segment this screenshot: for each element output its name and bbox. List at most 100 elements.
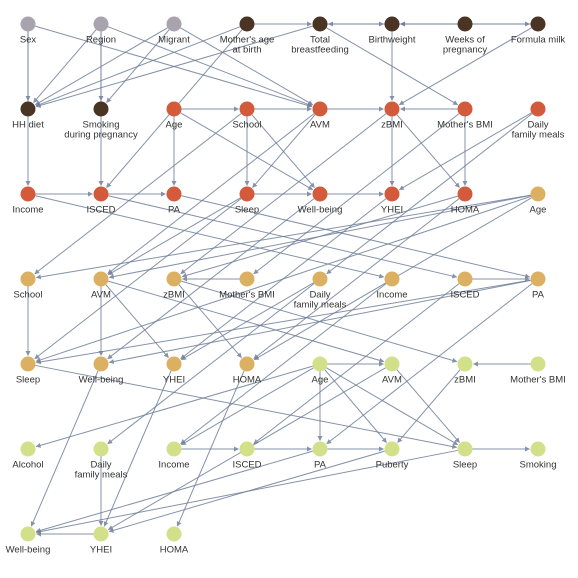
node-label-sleep_t2: Sleep xyxy=(235,205,259,216)
node-label-wellbeing_t2: Well-being xyxy=(298,205,343,216)
node-label-avm_t3: AVM xyxy=(91,290,111,301)
edge-zbmi_t3-to-zbmi_t4 xyxy=(181,280,458,363)
node-circle-hh_diet xyxy=(20,101,36,117)
node-label-alcohol_t4: Alcohol xyxy=(12,460,43,471)
node-label-homa_t4: HOMA xyxy=(160,545,189,556)
node-circle-mothers_age xyxy=(239,16,255,32)
node-label-isced_t4: ISCED xyxy=(232,460,261,471)
node-hh_diet: HH diet xyxy=(12,101,44,131)
node-sleep_t4: Sleep xyxy=(453,441,477,471)
edge-migrant-to-smoking_preg xyxy=(106,29,170,103)
node-puberty_t4: Puberty xyxy=(376,441,409,471)
edge-age_t2-to-wellbeing_t2 xyxy=(180,112,314,191)
node-label-daily_meals_t4-0: Daily xyxy=(90,460,111,471)
node-isced_t4: ISCED xyxy=(232,441,262,471)
node-circle-yhei_t3 xyxy=(166,356,182,372)
node-circle-pa_t4 xyxy=(312,441,328,457)
node-label-sleep_t4: Sleep xyxy=(453,460,477,471)
edge-isced_t3-to-isced_t4 xyxy=(253,283,460,445)
edge-age_t3-to-sleep_t3 xyxy=(35,195,532,363)
node-income_t2: Income xyxy=(12,186,44,216)
node-circle-daily_meals_t4 xyxy=(93,441,109,457)
node-circle-isced_t4 xyxy=(239,441,255,457)
node-circle-avm_t4 xyxy=(384,356,400,372)
node-label-daily_meals_t2-0: Daily xyxy=(527,120,548,131)
node-circle-school_t3 xyxy=(20,271,36,287)
edge-puberty_t4-to-yhei_t4 xyxy=(108,450,385,533)
edge-total_bf-to-mothers_bmi_t2 xyxy=(326,27,459,106)
node-circle-sleep_t4 xyxy=(457,441,473,457)
node-circle-income_t4 xyxy=(166,441,182,457)
node-label-sex: Sex xyxy=(20,35,37,46)
node-label-isced_t3: ISCED xyxy=(450,290,479,301)
node-label-pa_t2: PA xyxy=(168,205,181,216)
node-circle-migrant xyxy=(166,16,182,32)
node-label-pa_t4: PA xyxy=(314,460,327,471)
node-circle-mothers_bmi_t4 xyxy=(530,356,546,372)
edge-sleep_t3-to-sleep_t4 xyxy=(35,364,458,449)
node-circle-sex xyxy=(20,16,36,32)
edge-homa_t2-to-zbmi_t3 xyxy=(181,195,458,278)
edge-income_t3-to-income_t4 xyxy=(180,283,387,445)
node-smoking_t4: Smoking xyxy=(520,441,556,471)
node-circle-alcohol_t4 xyxy=(20,441,36,457)
edge-homa_t2-to-homa_t3 xyxy=(253,198,460,360)
node-circle-avm_t2 xyxy=(312,101,328,117)
node-label-migrant: Migrant xyxy=(158,35,190,46)
edge-pa_t3-to-sleep_t3 xyxy=(35,279,531,365)
node-circle-yhei_t4 xyxy=(93,526,109,542)
node-isced_t3: ISCED xyxy=(450,271,480,301)
node-pa_t2: PA xyxy=(166,186,182,216)
node-label-weeks_preg-0: Weeks of xyxy=(445,35,485,46)
node-label-income_t2: Income xyxy=(12,205,43,216)
node-age_t3: Age xyxy=(530,186,547,216)
node-label-homa_t3: HOMA xyxy=(233,375,262,386)
node-circle-region xyxy=(93,16,109,32)
node-label-homa_t2: HOMA xyxy=(451,205,480,216)
node-label-age_t3: Age xyxy=(530,205,547,216)
node-circle-age_t2 xyxy=(166,101,182,117)
node-sex: Sex xyxy=(20,16,37,46)
node-label-income_t3: Income xyxy=(376,290,407,301)
node-circle-wellbeing_t4 xyxy=(20,526,36,542)
node-avm_t4: AVM xyxy=(382,356,402,386)
node-isced_t2: ISCED xyxy=(86,186,116,216)
node-circle-avm_t3 xyxy=(93,271,109,287)
edge-pa_t3-to-pa_t4 xyxy=(326,283,533,445)
node-mothers_bmi_t3: Mother's BMI xyxy=(219,271,275,301)
node-wellbeing_t3: Well-being xyxy=(79,356,123,386)
node-circle-homa_t2 xyxy=(457,186,473,202)
node-zbmi_t2: zBMI xyxy=(381,101,403,131)
edge-age_t4-to-sleep_t4 xyxy=(326,367,459,446)
node-label-total_bf-0: Total xyxy=(310,35,330,46)
node-mothers_bmi_t4: Mother's BMI xyxy=(510,356,566,386)
node-label-wellbeing_t4: Well-being xyxy=(6,545,51,556)
node-label-school_t3: School xyxy=(13,290,42,301)
node-circle-age_t4 xyxy=(312,356,328,372)
node-circle-mothers_bmi_t2 xyxy=(457,101,473,117)
edge-isced_t2-to-isced_t3 xyxy=(108,195,458,279)
edge-zbmi_t2-to-zbmi_t3 xyxy=(180,113,387,275)
node-label-mothers_age-0: Mother's age xyxy=(220,35,275,46)
node-formula_milk: Formula milk xyxy=(511,16,565,46)
node-circle-school_t2 xyxy=(239,101,255,117)
node-circle-mothers_bmi_t3 xyxy=(239,271,255,287)
node-circle-sleep_t3 xyxy=(20,356,36,372)
node-label-yhei_t4: YHEI xyxy=(90,545,112,556)
node-avm_t2: AVM xyxy=(310,101,330,131)
node-circle-isced_t3 xyxy=(457,271,473,287)
node-circle-isced_t2 xyxy=(93,186,109,202)
node-label-school_t2: School xyxy=(232,120,261,131)
node-income_t3: Income xyxy=(376,271,408,301)
node-circle-yhei_t2 xyxy=(384,186,400,202)
node-label-avm_t2: AVM xyxy=(310,120,330,131)
node-pa_t4: PA xyxy=(312,441,328,471)
edge-mothers_bmi_t2-to-mothers_bmi_t3 xyxy=(253,113,460,275)
node-label-daily_meals_t4-1: family meals xyxy=(75,470,128,481)
edge-zbmi_t3-to-homa_t3 xyxy=(178,284,242,358)
node-circle-daily_meals_t3 xyxy=(312,271,328,287)
edge-daily_meals_t3-to-yhei_t3 xyxy=(180,282,314,361)
